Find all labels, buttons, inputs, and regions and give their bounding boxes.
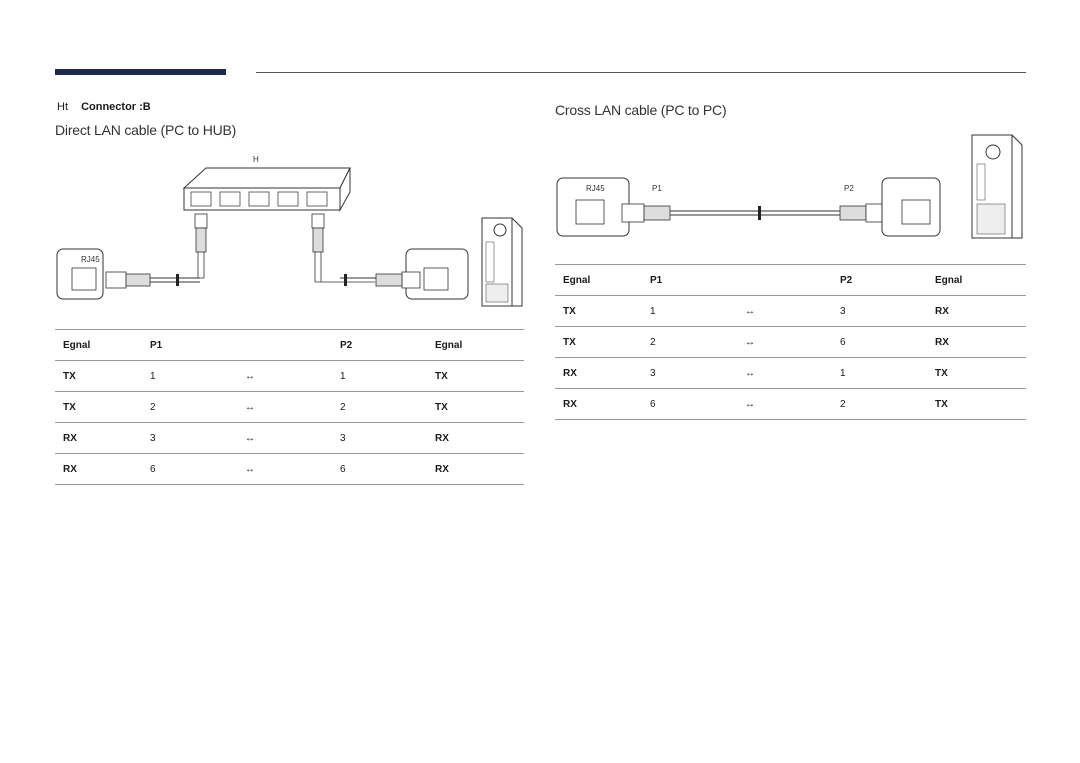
connector-note: Ht Connector :B (57, 101, 151, 113)
p1-label: P1 (652, 184, 662, 193)
col-signal-2: Egnal (935, 264, 1026, 296)
table-row: RX 3 ↔ 1 TX (555, 357, 1026, 389)
rj45-label-left: RJ45 (81, 255, 100, 264)
hub-plug-left (170, 213, 208, 279)
p2-label: P2 (844, 184, 854, 193)
link-icon: ↔ (245, 391, 340, 423)
link-icon: ↔ (245, 422, 340, 454)
pc-tower-icon (971, 134, 1023, 239)
col-signal: Egnal (555, 264, 650, 296)
direct-pinout-table: Egnal P1 P2 Egnal TX 1 ↔ 1 TX TX 2 ↔ 2 T… (55, 329, 524, 485)
link-icon: ↔ (245, 360, 340, 392)
table-row: TX 2 ↔ 2 TX (55, 391, 524, 423)
header-accent-bar (55, 69, 226, 75)
link-icon: ↔ (745, 326, 840, 358)
link-icon: ↔ (745, 357, 840, 389)
pc-tower-icon (481, 217, 523, 307)
table-row: TX 1 ↔ 3 RX (555, 295, 1026, 327)
direct-cable-title: Direct LAN cable (PC to HUB) (55, 122, 237, 138)
direct-lan-diagram: H RJ45 (56, 155, 523, 307)
col-signal: Egnal (55, 329, 150, 361)
cable-ferrite (758, 206, 761, 220)
col-p1: P1 (150, 329, 245, 361)
table-row: TX 1 ↔ 1 TX (55, 360, 524, 392)
cross-lan-diagram: RJ45 P1 P2 (556, 134, 1023, 239)
col-link (745, 264, 840, 296)
rj45-port-left: RJ45 (56, 248, 200, 300)
hub-device (182, 167, 351, 212)
cross-cable-title: Cross LAN cable (PC to PC) (555, 102, 727, 118)
connector-prefix: Ht (57, 101, 68, 113)
table-header-row: Egnal P1 P2 Egnal (555, 264, 1026, 296)
hub-plug-right (311, 213, 375, 283)
link-icon: ↔ (745, 295, 840, 327)
table-row: RX 6 ↔ 6 RX (55, 453, 524, 485)
connector-label: Connector :B (81, 101, 151, 113)
col-p2: P2 (340, 329, 435, 361)
table-row: RX 3 ↔ 3 RX (55, 422, 524, 454)
col-p2: P2 (840, 264, 935, 296)
cross-pinout-table: Egnal P1 P2 Egnal TX 1 ↔ 3 RX TX 2 ↔ 6 R… (555, 264, 1026, 420)
table-row: TX 2 ↔ 6 RX (555, 326, 1026, 358)
header-rule (256, 72, 1026, 73)
col-signal-2: Egnal (435, 329, 524, 361)
col-p1: P1 (650, 264, 745, 296)
link-icon: ↔ (745, 388, 840, 420)
link-icon: ↔ (245, 453, 340, 485)
table-row: RX 6 ↔ 2 TX (555, 388, 1026, 420)
table-header-row: Egnal P1 P2 Egnal (55, 329, 524, 361)
rj45-port-p1: RJ45 (556, 177, 671, 237)
hub-label: H (253, 155, 259, 164)
col-link (245, 329, 340, 361)
rj45-label-cross: RJ45 (586, 184, 605, 193)
rj45-port-right (340, 248, 469, 300)
rj45-port-p2 (839, 177, 941, 237)
